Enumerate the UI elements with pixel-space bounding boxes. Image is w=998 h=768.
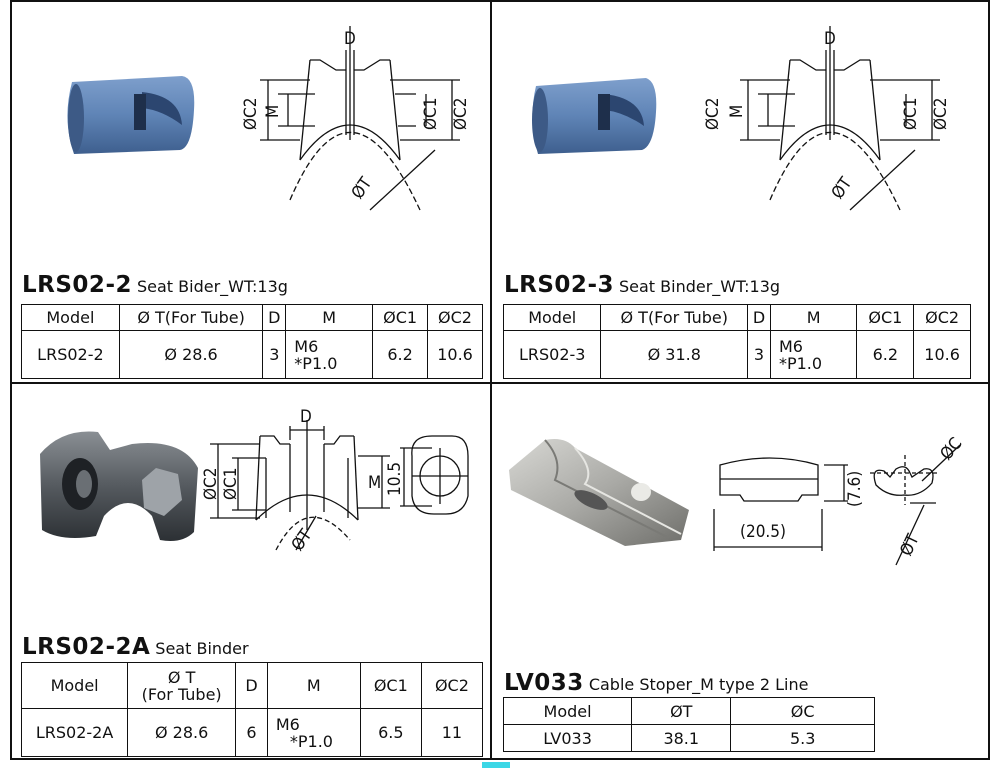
scroll-indicator	[482, 762, 510, 768]
part-photo-gray	[40, 431, 198, 541]
svg-text:ØT: ØT	[828, 173, 857, 203]
svg-text:10.5: 10.5	[385, 462, 405, 496]
technical-drawing-lrs02-2a: D ØC2 ØC1 M 10.5 ØT	[201, 407, 469, 555]
svg-text:M: M	[368, 473, 381, 493]
svg-text:ØC2: ØC2	[931, 98, 951, 130]
svg-text:ØC1: ØC1	[221, 468, 241, 500]
spec-table-lrs02-2a: Model Ø T(For Tube) D M ØC1 ØC2 LRS02-2A…	[20, 662, 484, 757]
svg-text:D: D	[344, 29, 356, 49]
svg-text:M: M	[727, 105, 747, 118]
row-divider	[10, 382, 990, 384]
svg-text:ØC2: ØC2	[451, 98, 471, 130]
svg-text:M: M	[263, 105, 283, 118]
technical-drawing-lrs02-2: D ØC2 M ØC1 ØC2 ØT	[241, 26, 471, 211]
svg-text:D: D	[300, 407, 312, 427]
part-photo-blue	[67, 76, 195, 154]
column-divider	[490, 0, 492, 760]
part-photo-silver	[509, 439, 689, 546]
svg-text:(20.5): (20.5)	[740, 522, 786, 542]
svg-text:ØT: ØT	[288, 525, 317, 555]
svg-text:ØT: ØT	[348, 173, 377, 203]
technical-drawing-lrs02-3: D ØC2 M ØC1 ØC2 ØT	[703, 26, 951, 211]
spec-table-lv033: Model ØT ØC LV033 38.1 5.3	[502, 697, 875, 752]
spec-sheet-frame	[10, 0, 990, 760]
technical-drawing-lv033: (20.5) (7.6) ØC ØT	[713, 434, 967, 566]
svg-text:D: D	[824, 29, 836, 49]
svg-text:ØC2: ØC2	[703, 98, 723, 130]
svg-text:(7.6): (7.6)	[845, 471, 865, 507]
spec-table-lrs02-2: Model Ø T(For Tube) D M ØC1 ØC2 LRS02-2 …	[21, 304, 483, 379]
svg-text:ØC2: ØC2	[241, 98, 261, 130]
svg-text:ØC1: ØC1	[901, 98, 921, 130]
svg-text:ØC1: ØC1	[421, 98, 441, 130]
part-photo-blue	[532, 78, 657, 154]
svg-text:ØC2: ØC2	[201, 468, 221, 500]
svg-text:ØC: ØC	[937, 434, 967, 464]
spec-table-lrs02-3: Model Ø T(For Tube) D M ØC1 ØC2 LRS02-3 …	[502, 304, 971, 379]
